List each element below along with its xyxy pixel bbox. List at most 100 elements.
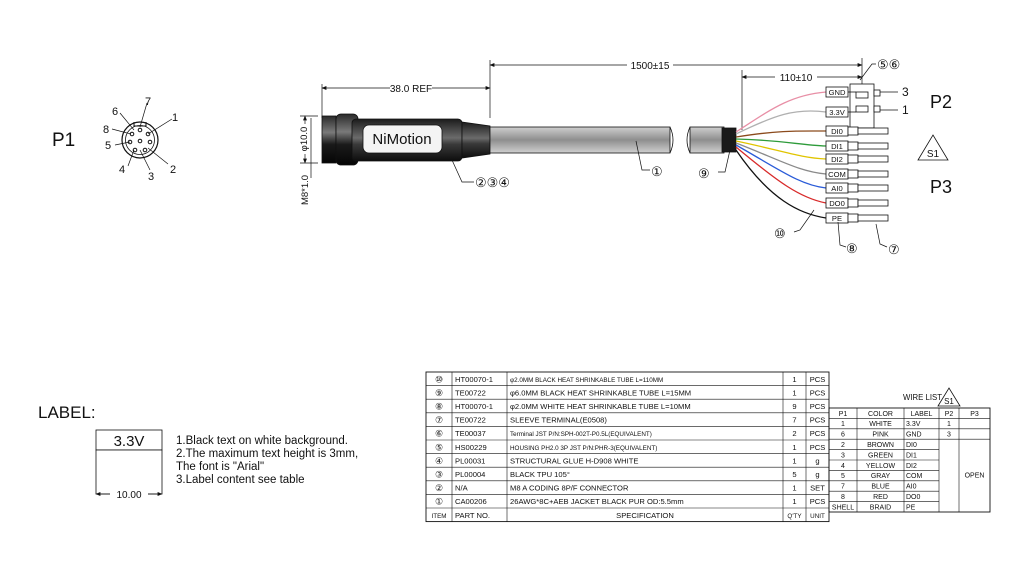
bom-spec: φ2.0MM WHITE HEAT SHRINKABLE TUBE L=10MM <box>510 402 691 411</box>
terminal-label: DI0 <box>831 127 843 136</box>
cable <box>489 126 737 154</box>
ref-dimension: 38.0 REF <box>390 84 432 95</box>
bom-qty: 1 <box>792 388 796 397</box>
p1-pin-3: 3 <box>148 171 154 183</box>
bom-unit: SET <box>810 484 825 493</box>
wire-list-cell: 7 <box>841 484 845 491</box>
bom-part-no: PL00004 <box>455 470 485 479</box>
callout-234: ②③④ <box>475 175 510 190</box>
callout-8: ⑧ <box>846 241 858 256</box>
p1-pin-1: 1 <box>172 112 178 124</box>
p1-pin-7: 7 <box>145 96 151 108</box>
bom-spec: STRUCTURAL GLUE H-D908 WHITE <box>510 456 638 465</box>
bom-header: PART NO. <box>455 511 490 520</box>
bom-qty: 9 <box>792 402 796 411</box>
bom-item: ⑤ <box>435 442 443 452</box>
callout-10: ⑩ <box>774 226 786 241</box>
bom-qty: 7 <box>792 416 796 425</box>
label-title: LABEL: <box>38 403 96 422</box>
terminal-sleeve <box>857 155 889 163</box>
bom-spec: SLEEVE TERMINAL(E0508) <box>510 416 607 425</box>
bom-spec: HOUSING PH2.0 3P JST P/N:PHR-3(EQUIVALEN… <box>510 445 657 452</box>
p1-pin-4: 4 <box>119 164 125 176</box>
bom-unit: PCS <box>810 375 826 384</box>
terminal-ferrule <box>847 213 859 223</box>
wire-list-header: P3 <box>970 411 979 418</box>
label-note-3: The font is "Arial" <box>176 461 264 473</box>
terminal-label: DI1 <box>831 142 843 151</box>
label-note-2: 2.The maximum text height is 3mm, <box>176 448 358 460</box>
p1-pin-2: 2 <box>170 164 176 176</box>
p1-pin-5: 5 <box>105 140 111 152</box>
wire-list-badge-icon <box>937 387 961 407</box>
callout-9: ⑨ <box>698 166 710 181</box>
wire-list-cell: DO0 <box>906 494 921 501</box>
bom-part-no: TE00722 <box>455 416 486 425</box>
callout-56: ⑤⑥ <box>877 57 900 72</box>
label-sample-text: 3.3V <box>114 433 145 450</box>
bom-part-no: N/A <box>455 484 469 493</box>
wire-list-cell: 4 <box>841 463 845 470</box>
label-note-1: 1.Black text on white background. <box>176 435 348 447</box>
bom-unit: g <box>815 456 819 465</box>
wire-list-cell: BROWN <box>867 442 894 449</box>
wire-list-badge: S1 <box>944 397 954 406</box>
bom-unit: PCS <box>810 388 826 397</box>
diameter-dimension: φ10.0 <box>299 127 310 152</box>
bom-part-no: TE00037 <box>455 429 486 438</box>
bom-unit: PCS <box>810 443 826 452</box>
terminal-label: GND <box>829 88 846 97</box>
bom-item: ④ <box>435 456 443 466</box>
terminal-ferrule <box>847 154 859 164</box>
terminal-ferrule <box>847 198 859 208</box>
bom-spec: 26AWG*8C+AEB JACKET BLACK PUR OD:5.5mm <box>510 497 684 506</box>
wire-list-header: P1 <box>839 411 848 418</box>
terminal-ferrule <box>847 169 859 179</box>
wire-list-cell: AI0 <box>906 484 917 491</box>
callout-7: ⑦ <box>888 242 900 257</box>
bom-part-no: PL00031 <box>455 456 485 465</box>
bom-item: ③ <box>435 469 443 479</box>
bom-part-no: HT00070-1 <box>455 402 493 411</box>
terminal-sleeve <box>857 127 889 135</box>
wire-list-cell: PINK <box>872 432 889 439</box>
bom-header: UNIT <box>810 513 825 520</box>
s1-mark: S1 <box>927 149 940 160</box>
p3-label: P3 <box>930 177 952 197</box>
terminal-label: COM <box>828 170 846 179</box>
bom-part-no: HS00229 <box>455 443 487 452</box>
bom-qty: 1 <box>792 375 796 384</box>
terminal-label: DI2 <box>831 155 843 164</box>
bom-unit: g <box>815 470 819 479</box>
terminal-ferrule <box>847 126 859 136</box>
wire-list-cell: COM <box>906 473 923 480</box>
wire-list-cell: 1 <box>841 421 845 428</box>
terminal-label: DO0 <box>829 199 845 208</box>
p1-face <box>111 102 173 171</box>
wire-list-cell: YELLOW <box>866 463 896 470</box>
p1-pin-8: 8 <box>103 124 109 136</box>
bom-unit: PCS <box>810 429 826 438</box>
wire-list-cell: 3 <box>947 432 951 439</box>
connector-body <box>321 113 491 166</box>
bom-item: ⑨ <box>435 388 443 398</box>
bom-spec: Terminal JST P/N:SPH-002T-P0.5L(EQUIVALE… <box>510 431 652 438</box>
wire-list-title: WIRE LIST <box>903 393 942 402</box>
bom-qty: 1 <box>792 497 796 506</box>
callout-leaders <box>451 63 888 248</box>
wire-list-cell: 3.3V <box>906 421 921 428</box>
bom-spec: BLACK TPU 105° <box>510 470 570 479</box>
bom-unit: PCS <box>810 402 826 411</box>
bom-spec: φ6.0MM BLACK HEAT SHRINKABLE TUBE L=15MM <box>510 388 691 397</box>
wire-list-cell: GND <box>906 432 922 439</box>
bom-unit: PCS <box>810 416 826 425</box>
terminal-sleeve <box>857 214 889 222</box>
p1-label: P1 <box>52 130 75 151</box>
wire-list-open: OPEN <box>965 473 985 480</box>
wire-list-cell: DI1 <box>906 452 917 459</box>
wire-list-header: COLOR <box>868 411 893 418</box>
